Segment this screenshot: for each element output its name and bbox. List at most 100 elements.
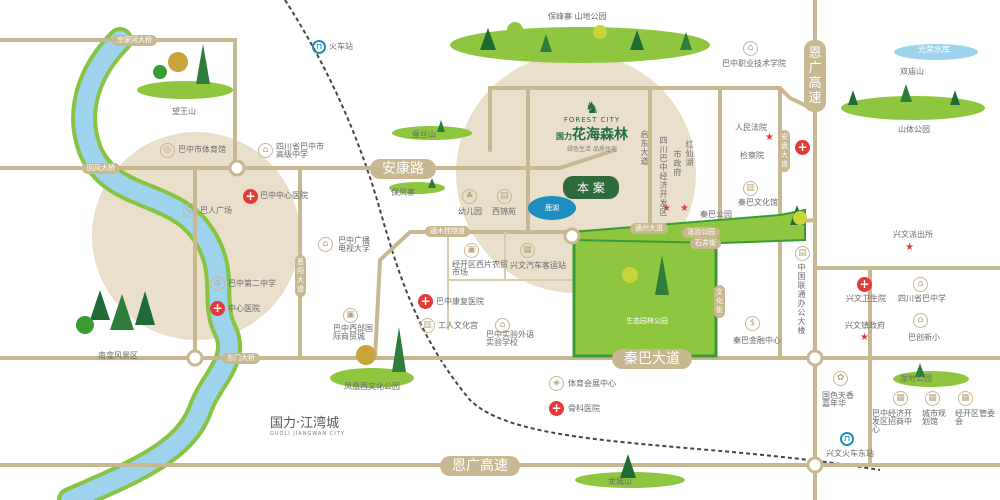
- hospital-icon: +: [549, 401, 564, 416]
- deer-icon: ♞: [584, 98, 600, 117]
- place-label: 秦巴金融中心: [733, 336, 781, 345]
- place-label: 启东大道: [640, 130, 649, 166]
- place-label: 巴中康复医院: [436, 297, 484, 306]
- place-label: 四川巴中经济开发区: [659, 136, 668, 217]
- eco-park-block: [572, 236, 718, 358]
- road-label-qinba: 秦巴大道: [612, 349, 692, 369]
- place-label: 龙城山: [608, 477, 632, 486]
- developer-logo: 国力·江湾城 GUOLI JIANGWAN CITY: [270, 412, 345, 437]
- road-label-ankang: 安康路: [370, 159, 436, 179]
- developer-name: 国力·江湾城: [270, 416, 340, 431]
- eco-park-label: 生态园林公园: [626, 317, 668, 325]
- school-icon: ⌂: [318, 237, 333, 252]
- place-label: 市政府: [673, 150, 682, 177]
- brand-name: 花海森林: [572, 127, 628, 143]
- place-label: 兴文汽车客运站: [510, 261, 566, 270]
- road-tongmu: [373, 230, 574, 360]
- hospital-icon: +: [857, 277, 872, 292]
- canshan-park-patch: [392, 126, 472, 140]
- place-label: 检察院: [740, 151, 764, 160]
- place-label: 巴中广播电视大学: [338, 236, 370, 253]
- plaza-icon: ☺: [183, 203, 198, 218]
- bus-icon: ▦: [520, 243, 535, 258]
- road-label-anpan: 安盘大道: [779, 130, 790, 172]
- place-label: 四川省巴中学: [898, 294, 946, 303]
- place-label: 兴文镇政府: [845, 321, 885, 330]
- road-north-loop: [0, 38, 237, 170]
- railway: [284, 0, 881, 471]
- place-label: 巴中第二中学: [228, 279, 276, 288]
- place-label: 光荣水库: [918, 45, 950, 54]
- lake-shape: [528, 196, 576, 220]
- place-label: 巴中职业技术学院: [722, 59, 786, 68]
- wetland-park-patch: [893, 371, 969, 387]
- road-label-dongmen-bridge: 东门大桥: [222, 353, 260, 364]
- office-icon: ▤: [795, 246, 810, 261]
- longshan-park-patch: [575, 472, 685, 488]
- project-brand: ♞ FOREST CITY 国力花海森林 绿色生活 品质住宅: [552, 98, 632, 154]
- place-label: 巴中经济开发区招商中心: [872, 409, 912, 434]
- place-label: 兴文卫生院: [846, 294, 886, 303]
- place-label: 工人文化宫: [438, 321, 478, 330]
- train-east-station-icon: ⊓: [840, 432, 854, 446]
- sanshui-park-patch: [841, 96, 985, 120]
- hospital-icon: +: [418, 294, 433, 309]
- train-east-station-label: 兴文火车东站: [826, 449, 874, 458]
- culture-icon: ▥: [420, 318, 435, 333]
- road-label-tongmu: 通木桂隧道: [425, 226, 470, 237]
- train-station-label: 火车站: [329, 42, 353, 51]
- market-icon: ▣: [464, 243, 479, 258]
- road-label-huilong-bridge: 回风大桥: [82, 163, 120, 174]
- brand-prefix: 国力: [556, 132, 572, 141]
- fmx-park-patch: [330, 368, 414, 388]
- place-label: 双庙山: [900, 67, 924, 76]
- hospital-icon: +: [210, 301, 225, 316]
- residence-icon: ▤: [497, 189, 512, 204]
- developer-subname: GUOLI JIANGWAN CITY: [270, 431, 345, 437]
- carnival-icon: ✿: [833, 371, 848, 386]
- government-star-icon: ★: [860, 332, 869, 343]
- project-badge: 本 案: [563, 176, 619, 199]
- place-label: 国色天香嘉年华: [822, 391, 854, 408]
- road-label-shijing: 石井街: [690, 238, 721, 249]
- place-label: 经开区西片农贸市场: [452, 260, 508, 277]
- place-label: 巴人广场: [200, 206, 232, 215]
- road-label-enguang-bottom: 恩广高速: [440, 456, 520, 476]
- inner-roads: [447, 232, 575, 330]
- hospital-icon: +: [795, 140, 810, 155]
- school-icon: ⌂: [913, 313, 928, 328]
- wangwang-park-patch: [137, 81, 233, 99]
- expo-icon: ◈: [549, 376, 564, 391]
- office-icon: ▦: [893, 391, 908, 406]
- school-icon: ⌂: [913, 277, 928, 292]
- brand-english: FOREST CITY: [563, 116, 621, 124]
- trees: [76, 22, 960, 478]
- place-label: 骨科医院: [568, 404, 600, 413]
- place-label: 凤凰西文化公园: [344, 382, 400, 391]
- brand-tagline: 绿色生活 品质住宅: [567, 146, 617, 153]
- place-label: 四川省巴中市高级中学: [276, 142, 324, 159]
- place-label: 幼儿园: [458, 207, 482, 216]
- place-label: 山体公园: [898, 125, 930, 134]
- place-label: 西锦苑: [492, 207, 516, 216]
- library-icon: ▥: [743, 181, 758, 196]
- place-label: 巴中中心医院: [260, 191, 308, 200]
- place-label: 人民法院: [735, 123, 767, 132]
- school-icon: ⌂: [210, 276, 225, 291]
- place-label: 巴中西部国际商贸城: [333, 324, 373, 341]
- market-icon: ▣: [343, 308, 358, 323]
- road-label-wenhua: 文化街: [714, 285, 725, 318]
- hospital-icon: +: [243, 189, 258, 204]
- place-label: 体育会展中心: [568, 379, 616, 388]
- place-label: 秦巴文化馆: [738, 198, 778, 207]
- government-star-icon: ★: [662, 203, 671, 214]
- place-label: 保峰寨 山地公园: [548, 12, 607, 21]
- place-label: 兴文派出所: [893, 230, 933, 239]
- place-label: 湿地公园: [900, 374, 932, 383]
- road-label-tongzhou: 通州大道: [630, 223, 668, 234]
- road-label-jiangbei-bridge: 宗家河大桥: [112, 35, 157, 46]
- place-label: 秦巴公园: [700, 210, 732, 219]
- lake-label: 鹿湖: [545, 204, 559, 212]
- college-icon: ⌂: [743, 41, 758, 56]
